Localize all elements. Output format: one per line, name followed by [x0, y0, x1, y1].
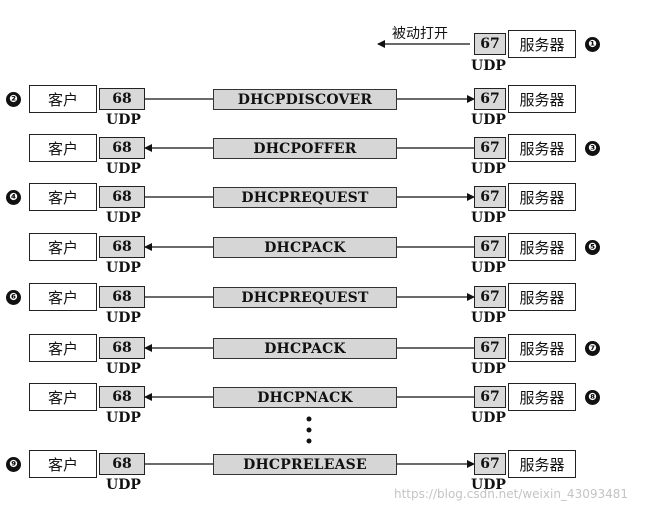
message-box: DHCPDISCOVER — [213, 89, 397, 110]
udp-label-client: UDP — [106, 410, 141, 426]
server-box: 服务器 — [508, 85, 576, 113]
server-port: 67 — [474, 337, 506, 359]
step-badge: ❾ — [6, 457, 21, 472]
client-box: 客户 — [29, 383, 97, 411]
passive-open-label: 被动打开 — [392, 26, 448, 42]
client-port: 68 — [99, 337, 145, 359]
client-port: 68 — [99, 186, 145, 208]
server-box: 服务器 — [508, 183, 576, 211]
server-port: 67 — [474, 386, 506, 408]
udp-label-client: UDP — [106, 260, 141, 276]
server-box: 服务器 — [508, 283, 576, 311]
udp-label-client: UDP — [106, 310, 141, 326]
watermark: https://blog.csdn.net/weixin_43093481 — [394, 487, 629, 501]
server-port: 67 — [474, 286, 506, 308]
client-box: 客户 — [29, 334, 97, 362]
step-badge: ❽ — [585, 390, 600, 405]
server-port-top: 67 — [474, 33, 506, 55]
udp-label-server: UDP — [471, 210, 506, 226]
server-box: 服务器 — [508, 233, 576, 261]
udp-label-server: UDP — [471, 477, 506, 493]
step-badge: ❷ — [6, 92, 21, 107]
udp-label-server: UDP — [471, 410, 506, 426]
client-port: 68 — [99, 236, 145, 258]
server-port: 67 — [474, 453, 506, 475]
server-port: 67 — [474, 137, 506, 159]
udp-label-client: UDP — [106, 361, 141, 377]
client-port: 68 — [99, 386, 145, 408]
udp-label-server: UDP — [471, 310, 506, 326]
server-port: 67 — [474, 88, 506, 110]
message-box: DHCPOFFER — [213, 138, 397, 159]
message-box: DHCPRELEASE — [213, 454, 397, 475]
step-badge: ❸ — [585, 141, 600, 156]
client-port: 68 — [99, 286, 145, 308]
ellipsis-dot — [306, 416, 312, 422]
ellipsis-dot — [306, 427, 312, 433]
message-box: DHCPNACK — [213, 387, 397, 408]
udp-label-client: UDP — [106, 112, 141, 128]
message-box: DHCPACK — [213, 237, 397, 258]
server-port: 67 — [474, 236, 506, 258]
client-box: 客户 — [29, 183, 97, 211]
step-badge-1: ❶ — [585, 37, 600, 52]
client-port: 68 — [99, 137, 145, 159]
client-box: 客户 — [29, 283, 97, 311]
udp-label-server: UDP — [471, 361, 506, 377]
step-badge: ❻ — [6, 290, 21, 305]
udp-label-server-top: UDP — [471, 58, 506, 74]
client-box: 客户 — [29, 134, 97, 162]
udp-label-client: UDP — [106, 161, 141, 177]
client-box: 客户 — [29, 450, 97, 478]
message-box: DHCPREQUEST — [213, 287, 397, 308]
client-port: 68 — [99, 88, 145, 110]
server-box: 服务器 — [508, 334, 576, 362]
server-box-top: 服务器 — [508, 30, 576, 58]
step-badge: ❼ — [585, 341, 600, 356]
server-box: 服务器 — [508, 134, 576, 162]
server-port: 67 — [474, 186, 506, 208]
client-port: 68 — [99, 453, 145, 475]
udp-label-client: UDP — [106, 477, 141, 493]
udp-label-server: UDP — [471, 260, 506, 276]
server-box: 服务器 — [508, 450, 576, 478]
step-badge: ❹ — [6, 190, 21, 205]
udp-label-server: UDP — [471, 112, 506, 128]
udp-label-server: UDP — [471, 161, 506, 177]
client-box: 客户 — [29, 85, 97, 113]
client-box: 客户 — [29, 233, 97, 261]
message-box: DHCPACK — [213, 338, 397, 359]
udp-label-client: UDP — [106, 210, 141, 226]
ellipsis-dot — [306, 438, 312, 444]
server-box: 服务器 — [508, 383, 576, 411]
message-box: DHCPREQUEST — [213, 187, 397, 208]
step-badge: ❺ — [585, 240, 600, 255]
